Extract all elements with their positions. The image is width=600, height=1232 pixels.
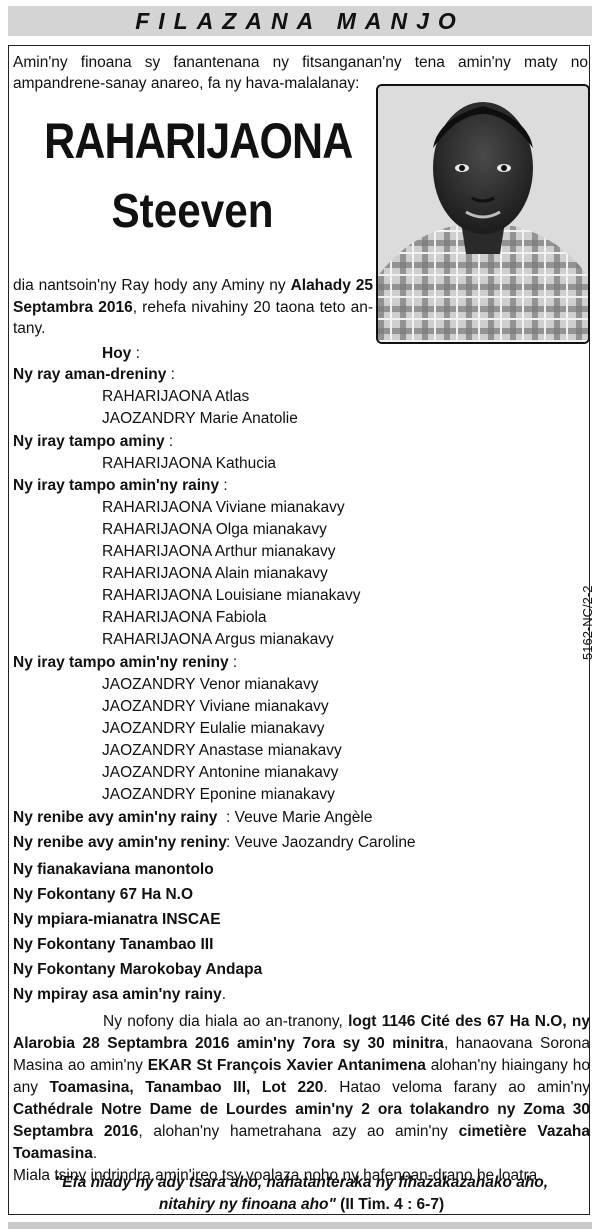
group-line: Ny Fokontany 67 Ha N.O [13, 886, 194, 903]
deceased-last-name: RAHARIJAONA [44, 113, 353, 169]
family-member: JAOZANDRY Eponine mianakavy [102, 786, 335, 803]
family-section-parents: Ny ray aman-dreniny : [13, 366, 175, 383]
header-banner: FILAZANA MANJO [8, 6, 592, 36]
family-member: RAHARIJAONA Olga mianakavy [102, 521, 327, 538]
funeral-destination: Toamasina, Tanambao III, Lot 220 [49, 1079, 324, 1096]
funeral-departure: logt 1146 Cité des 67 Ha N.O, ny Alarobi… [13, 1013, 590, 1052]
death-text-pre: dia nantsoin'ny Ray hody any Aminy ny [13, 277, 291, 294]
family-member: JAOZANDRY Anastase mianakavy [102, 742, 342, 759]
section-label: Ny iray tampo aminy [13, 433, 165, 450]
family-member: RAHARIJAONA Arthur mianakavy [102, 543, 336, 560]
family-member: RAHARIJAONA Kathucia [102, 455, 277, 472]
family-member: JAOZANDRY Antonine mianakavy [102, 764, 339, 781]
group-line-last: Ny mpiray asa amin'ny rainy. [13, 984, 226, 1006]
family-member: JAOZANDRY Viviane mianakavy [102, 698, 329, 715]
hoy-line: Hoy : [102, 343, 140, 364]
funeral-text: . [92, 1145, 98, 1162]
death-date: Alahady 25 Septambra 2016 [13, 277, 373, 316]
family-member: JAOZANDRY Venor mianakavy [102, 676, 319, 693]
funeral-mass-location: EKAR St François Xavier Antanimena [147, 1057, 426, 1074]
funeral-farewell: Cathédrale Notre Dame de Lourdes amin'ny… [13, 1101, 590, 1140]
quote-reference: (II Tim. 4 : 6-7) [335, 1196, 445, 1213]
group-line-suffix: . [221, 986, 227, 1003]
funeral-text: alohan'ny hiaingany ho any [13, 1057, 590, 1096]
family-member: RAHARIJAONA Louisiane mianakavy [102, 587, 361, 604]
family-member: RAHARIJAONA Fabiola [102, 609, 267, 626]
funeral-text: Ny nofony dia hiala ao an-tranony, [103, 1013, 349, 1030]
group-line: Ny Fokontany Tanambao III [13, 936, 214, 953]
grandmother-paternal-name: : Veuve Marie Angèle [226, 809, 373, 826]
hoy-suffix: : [131, 345, 140, 362]
family-member: RAHARIJAONA Argus mianakavy [102, 631, 334, 648]
family-section-maternal: Ny iray tampo amin'ny reniny : [13, 654, 238, 671]
family-member: RAHARIJAONA Viviane mianakavy [102, 499, 345, 516]
funeral-text: , alohan'ny hametrahana azy ao amin'ny [138, 1123, 459, 1140]
bottom-rule [8, 1222, 592, 1229]
intro-text: Amin'ny finoana sy fanantenana ny fitsan… [13, 54, 588, 92]
section-label: Ny iray tampo amin'ny rainy [13, 477, 220, 494]
quote-line-2: nitahiry ny finoana aho" [158, 1196, 336, 1213]
quote-line-1: "Efa niady ny ady tsara aho, nahatantera… [54, 1174, 549, 1191]
family-member: JAOZANDRY Eulalie mianakavy [102, 720, 325, 737]
portrait-photo [376, 84, 590, 344]
funeral-text: , hanaovana Sorona Masina ao amin'ny [13, 1035, 590, 1074]
group-line: Ny fianakaviana manontolo [13, 861, 214, 878]
grandmother-maternal-name: : Veuve Jaozandry Caroline [226, 834, 416, 851]
section-label: Ny iray tampo amin'ny reniny [13, 654, 229, 671]
group-line: Ny mpiara-mianatra INSCAE [13, 911, 221, 928]
death-announcement: dia nantsoin'ny Ray hody any Aminy ny Al… [13, 275, 373, 340]
notice-frame [8, 45, 590, 1215]
funeral-details: Ny nofony dia hiala ao an-tranony, logt … [13, 1011, 590, 1187]
death-text-post: , rehefa nivahiny 20 taona teto an-tany. [13, 298, 373, 338]
funeral-cemetery: cimetière Vazaha Toamasina [13, 1123, 590, 1162]
header-title: FILAZANA MANJO [135, 7, 465, 34]
funeral-text: . Hatao veloma farany ao amin'ny [323, 1079, 590, 1096]
section-label: Ny ray aman-dreniny [13, 366, 167, 383]
hoy-label: Hoy [102, 345, 132, 362]
deceased-first-name: Steeven [111, 185, 274, 238]
grandmother-paternal-label: Ny renibe avy amin'ny rainy [13, 809, 218, 826]
reference-code: 5162-NC/2-2 [580, 585, 595, 660]
portrait-image [378, 86, 588, 342]
family-section-paternal: Ny iray tampo amin'ny rainy : [13, 477, 228, 494]
grandmother-maternal-label: Ny renibe avy amin'ny reniny [13, 834, 227, 851]
family-member: JAOZANDRY Marie Anatolie [102, 410, 298, 427]
group-line: Ny Fokontany Marokobay Andapa [13, 961, 263, 978]
group-line: Ny mpiray asa amin'ny rainy [13, 986, 222, 1003]
bible-quote: "Efa niady ny ady tsara aho, nahatantera… [13, 1172, 590, 1216]
funeral-closing: Miala tsiny indrindra amin'ireo tsy voal… [13, 1167, 542, 1184]
family-section-siblings: Ny iray tampo aminy : [13, 433, 174, 450]
family-member: RAHARIJAONA Atlas [102, 388, 250, 405]
family-member: RAHARIJAONA Alain mianakavy [102, 565, 328, 582]
